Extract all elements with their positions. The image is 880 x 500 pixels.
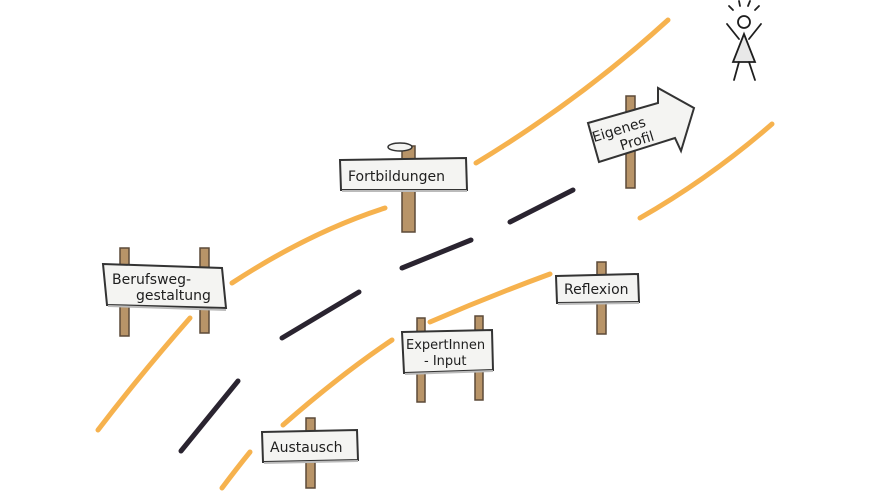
sign-board (101, 262, 228, 310)
road-lower-edge (219, 121, 775, 491)
sun-rays-icon (728, 0, 760, 11)
sign-label: ExpertInnen (406, 338, 485, 353)
sign-berufswegestaltung: Berufsweg- gestaltung (101, 247, 228, 337)
sign-shadow (404, 370, 494, 375)
sign-label: Reflexion (564, 282, 629, 298)
sign-eigenes-profil: Eigenes Profil (586, 86, 696, 189)
road-center-line (178, 187, 576, 454)
sign-expertinnen-input: ExpertInnen - Input (400, 315, 495, 403)
sign-reflexion: Reflexion (554, 261, 641, 335)
center-dash (507, 187, 576, 225)
sign-shadow (107, 305, 227, 311)
sign-board (400, 328, 495, 375)
sign-shadow (557, 302, 640, 305)
sign-board (554, 272, 641, 305)
sign-label: - Input (424, 354, 467, 369)
sign-label: Berufsweg- (112, 272, 191, 288)
road-upper-edge (95, 17, 671, 433)
sign-label: gestaltung (136, 288, 211, 304)
center-dash (279, 289, 362, 341)
center-dash (399, 237, 474, 271)
sign-austausch: Austausch (260, 417, 360, 489)
post-top (387, 142, 413, 152)
sign-board (260, 428, 360, 464)
sign-arrow-board (586, 86, 696, 164)
sign-label: Austausch (270, 440, 343, 456)
center-dash (178, 378, 241, 454)
sign-fortbildungen: Fortbildungen (338, 142, 469, 233)
sign-shadow (263, 460, 359, 464)
person-cheering-icon (726, 0, 762, 81)
road-edges (95, 17, 775, 491)
sign-label: Fortbildungen (348, 169, 445, 185)
